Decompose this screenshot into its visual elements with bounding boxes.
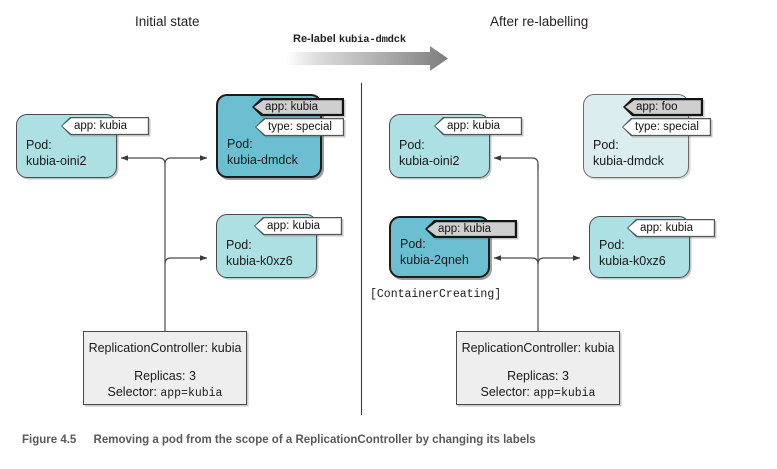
rc-selector-value: app=kubia — [533, 387, 596, 400]
pod-name: kubia-k0xz6 — [599, 254, 666, 268]
right-panel-title: After re-labelling — [490, 14, 589, 29]
relabel-caption: Re-label kubia-dmdck — [293, 33, 406, 46]
pod-name: kubia-oini2 — [26, 154, 87, 168]
pod-kind-label: Pod: — [226, 238, 252, 252]
transition-arrow-icon — [286, 46, 448, 71]
pod-label-tag-changed[interactable]: app: foo — [623, 98, 705, 118]
pod-label-text: app: kubia — [265, 101, 319, 113]
pod-name: kubia-k0xz6 — [226, 254, 293, 268]
pod-label-text: app: kubia — [640, 222, 694, 234]
pod-label-text: app: kubia — [447, 120, 501, 132]
pod-label-text: app: kubia — [267, 220, 321, 232]
rc-replicas-value: 3 — [561, 369, 569, 383]
replication-controller-box[interactable]: ReplicationController: kubia Replicas: 3… — [83, 331, 247, 405]
rc-selector: Selector: app=kubia — [84, 385, 246, 400]
pod-kind-label: Pod: — [599, 238, 625, 252]
pod-label-text: app: kubia — [74, 120, 128, 132]
rc-selector: Selector: app=kubia — [457, 385, 619, 400]
figure-number: Figure 4.5 — [22, 434, 77, 446]
pod-label-tag[interactable]: type: special — [255, 118, 346, 138]
pod-label-tag[interactable]: type: special — [622, 118, 713, 138]
pod-label-tag[interactable]: app: kubia — [61, 117, 151, 137]
pod-name: kubia-dmdck — [593, 154, 664, 168]
rc-selector-value: app=kubia — [160, 387, 223, 400]
left-panel-title: Initial state — [135, 14, 200, 29]
rc-selector-label: Selector: — [107, 385, 157, 399]
pod-label-tag-highlighted[interactable]: app: kubia — [252, 98, 346, 118]
rc-replicas: Replicas: 3 — [457, 369, 619, 383]
rc-selector-label: Selector: — [480, 385, 530, 399]
pod-label-text: app: foo — [636, 101, 678, 113]
rc-replicas-label: Replicas: — [134, 369, 186, 383]
pod-kind-label: Pod: — [26, 138, 52, 152]
pod-label-tag[interactable]: app: kubia — [434, 117, 524, 137]
pod-status-text: [ContainerCreating] — [370, 288, 502, 301]
pod-label-text: app: kubia — [438, 223, 492, 235]
pod-kind-label: Pod: — [399, 138, 425, 152]
pod-name: kubia-dmdck — [227, 153, 298, 167]
pod-label-text: type: special — [635, 121, 699, 133]
pod-text: Pod: kubia-oini2 — [26, 137, 86, 169]
rc-title: ReplicationController: kubia — [461, 341, 615, 355]
pod-name: kubia-2qneh — [400, 253, 469, 267]
pod-kind-label: Pod: — [593, 138, 619, 152]
figure-caption-text: Removing a pod from the scope of a Repli… — [93, 434, 536, 446]
pod-text: Pod: kubia-k0xz6 — [599, 237, 666, 269]
pod-text: Pod: kubia-dmdck — [227, 136, 298, 168]
pod-text: Pod: kubia-2qneh — [400, 236, 469, 268]
rc-replicas: Replicas: 3 — [84, 369, 246, 383]
relabel-prefix: Re-label — [293, 33, 336, 45]
rc-replicas-value: 3 — [188, 369, 196, 383]
pod-kind-label: Pod: — [400, 237, 426, 251]
pod-text: Pod: kubia-oini2 — [399, 137, 459, 169]
rc-title: ReplicationController: kubia — [88, 341, 242, 355]
pod-label-text: type: special — [268, 121, 332, 133]
rc-replicas-label: Replicas: — [507, 369, 559, 383]
replication-controller-box[interactable]: ReplicationController: kubia Replicas: 3… — [456, 331, 620, 405]
pod-text: Pod: kubia-k0xz6 — [226, 237, 293, 269]
pod-name: kubia-oini2 — [399, 154, 460, 168]
pod-label-tag-highlighted[interactable]: app: kubia — [425, 220, 519, 240]
relabel-target: kubia-dmdck — [338, 34, 406, 46]
pod-text: Pod: kubia-dmdck — [593, 137, 664, 169]
pod-kind-label: Pod: — [227, 137, 253, 151]
pod-label-tag[interactable]: app: kubia — [254, 217, 344, 237]
pod-label-tag[interactable]: app: kubia — [627, 219, 717, 239]
figure-caption: Figure 4.5 Removing a pod from the scope… — [22, 434, 536, 446]
